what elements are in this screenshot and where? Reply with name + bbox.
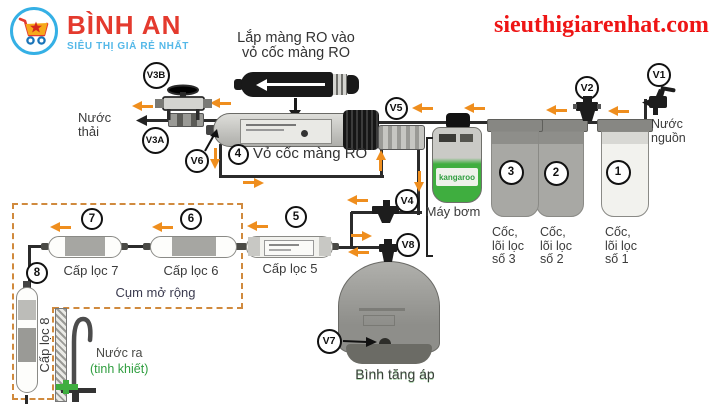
valve-label-v4: V4 — [395, 189, 419, 213]
pure-out-sub-label: (tinh khiết) — [90, 362, 149, 376]
website-link[interactable]: sieuthigiarenhat.com — [494, 12, 709, 38]
flow-restrictor — [168, 113, 204, 127]
mounting-wall — [55, 308, 67, 402]
membrane-tip — [347, 75, 359, 94]
pipe — [122, 245, 152, 248]
flow-arrow — [45, 222, 71, 232]
ro-housing-cap — [343, 110, 379, 150]
stage-number-7: 7 — [81, 208, 103, 230]
flow-arrow — [351, 231, 377, 241]
stage-number-4: 4 — [227, 143, 249, 165]
ro-housing-label: Vỏ cốc màng RO — [253, 145, 368, 162]
pipe — [350, 212, 353, 249]
waste-water-label: Nước thải — [78, 110, 112, 139]
stage-number-8: 8 — [26, 262, 48, 284]
source-faucet-icon — [642, 86, 676, 115]
pipe — [219, 144, 222, 178]
flow-arrow — [127, 101, 153, 111]
filter7-band — [65, 237, 105, 256]
tank-base — [346, 344, 432, 364]
pipe — [28, 245, 51, 248]
ro-housing-sticker — [240, 119, 332, 144]
instruction-label: Lắp màng RO vào vỏ cốc màng RO — [237, 30, 355, 61]
expansion-group-label: Cụm mở rộng — [115, 285, 196, 300]
flow-arrow — [459, 103, 485, 113]
brand-name: BÌNH AN — [67, 9, 182, 40]
membrane-orings — [333, 74, 347, 95]
pure-out-label: Nước ra — [96, 346, 143, 360]
pipe — [219, 175, 384, 178]
cartridge3-label: Cốc, lõi lọc số 3 — [492, 225, 524, 266]
pump-bracket — [426, 137, 428, 257]
flow-arrow — [343, 247, 369, 257]
cartridge2-label: Cốc, lõi lọc số 2 — [540, 225, 572, 266]
stage-number-1: 1 — [605, 159, 631, 185]
valve-label-v3a: V3A — [141, 126, 169, 154]
valve-label-v6: V6 — [185, 149, 209, 173]
valve-label-v3b: V3B — [142, 61, 170, 89]
brand-tagline: SIÊU THỊ GIÁ RẺ NHẤT — [67, 40, 190, 52]
filter6-band — [172, 237, 216, 256]
pressure-tank — [338, 261, 440, 353]
pump-body: kangaroo — [432, 127, 482, 203]
stage-number-6: 6 — [180, 208, 202, 230]
filter5-sticker — [264, 240, 314, 256]
stage8-label: Cấp lọc 8 — [37, 317, 52, 373]
membrane-flow-arrow-shaft — [261, 83, 325, 86]
pipe — [25, 395, 28, 404]
flow-arrow — [407, 103, 433, 113]
flow-arrow — [541, 105, 567, 115]
expansion-box-inner — [52, 307, 54, 400]
stage-number-2: 2 — [543, 160, 569, 186]
filter8-capsule — [16, 287, 38, 393]
insert-arrow-shaft — [294, 98, 297, 112]
flow-arrow — [342, 195, 368, 205]
pipe — [332, 246, 385, 249]
expansion-box-bottom-left — [12, 398, 53, 400]
source-water-label: Nước nguồn — [651, 117, 686, 145]
flow-arrow — [376, 145, 386, 171]
valve-label-v1: V1 — [647, 63, 671, 87]
flow-arrow — [210, 148, 220, 174]
expansion-box-bottom — [53, 307, 243, 309]
ro-membrane — [241, 72, 333, 97]
expansion-box-top — [12, 203, 243, 205]
stage6-label: Cấp lọc 6 — [163, 263, 219, 278]
pipe — [351, 211, 375, 214]
cartridge1-label: Cốc, lõi lọc số 1 — [605, 225, 637, 266]
pump-brand-label: kangaroo — [436, 168, 478, 186]
stage-number-3: 3 — [498, 159, 524, 185]
valve-label-v5: V5 — [384, 96, 408, 120]
stage-number-5: 5 — [285, 206, 307, 228]
tank-label: Bình tăng áp — [355, 366, 435, 382]
pump-head-block — [378, 125, 425, 150]
membrane-left-stub — [234, 79, 243, 90]
valve-label-v2: V2 — [575, 76, 599, 100]
pump-label: Máy bơm — [425, 204, 481, 219]
stage5-label: Cấp lọc 5 — [262, 261, 318, 276]
flow-arrow — [243, 178, 269, 188]
valve-label-v8: V8 — [396, 233, 420, 257]
store-logo[interactable]: BÌNH AN SIÊU THỊ GIÁ RẺ NHẤT — [8, 5, 189, 57]
pump-cap — [446, 113, 470, 129]
flow-arrow — [147, 222, 173, 232]
flow-arrow — [414, 171, 424, 197]
expansion-box-right — [241, 203, 243, 309]
pipe — [644, 99, 647, 124]
expansion-box-left — [12, 203, 14, 400]
flow-arrow — [205, 98, 231, 108]
ro-housing-body — [213, 113, 347, 147]
membrane-flow-arrow-head — [250, 78, 267, 91]
valve-label-v7: V7 — [316, 328, 342, 354]
flow-arrow — [242, 221, 268, 231]
stage7-label: Cấp lọc 7 — [63, 263, 119, 278]
flow-arrow — [603, 106, 629, 116]
cart-icon — [10, 7, 58, 55]
